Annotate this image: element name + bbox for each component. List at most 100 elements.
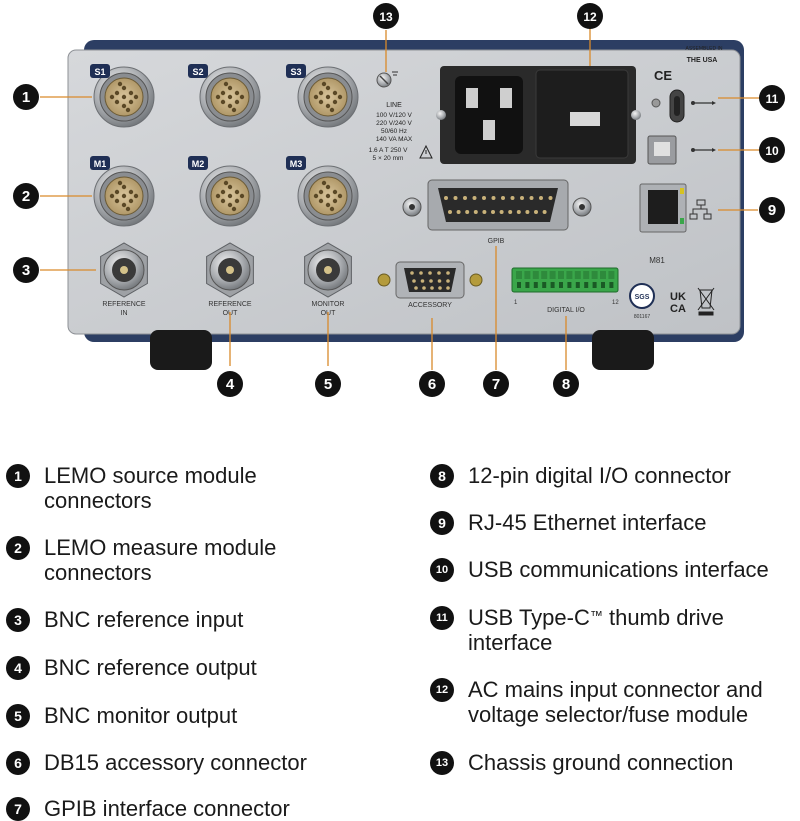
gpib-pin xyxy=(472,196,477,200)
gpib-pin xyxy=(510,196,515,200)
digital-io-terminal-slot xyxy=(525,282,530,288)
digital-io-pin-first: 1 xyxy=(514,300,518,306)
reference-in-label-2: IN xyxy=(121,310,128,317)
foot-left xyxy=(150,330,212,370)
usb-type-b-port xyxy=(647,135,677,165)
svg-text:S2: S2 xyxy=(192,67,203,77)
callout-badge-10: 10 xyxy=(759,137,785,163)
legend-text-5: BNC monitor output xyxy=(44,703,238,728)
digital-io-terminal xyxy=(608,271,615,279)
lemo-connector-m1 xyxy=(93,165,155,227)
legend-text-13: Chassis ground connection xyxy=(468,750,734,775)
svg-text:CA: CA xyxy=(670,303,686,315)
db15-pin xyxy=(420,279,425,283)
callout-badge-11: 11 xyxy=(759,85,785,111)
db15-pin xyxy=(412,279,416,283)
digital-io-pin-last: 12 xyxy=(612,300,619,306)
digital-io-terminal-slot xyxy=(542,282,547,288)
digital-io-terminal xyxy=(532,271,539,279)
bnc-connector-reference-in xyxy=(100,242,148,298)
legend-item-6: 6 DB15 accessory connector xyxy=(6,750,307,775)
digital-io-terminal xyxy=(583,271,590,279)
instrument-rear-panel-diagram: S1 S2 S3 M1 M2 M3 REFERENCE IN REFERENCE… xyxy=(13,3,785,397)
gpib-connector xyxy=(402,179,592,231)
db15-pin xyxy=(419,271,423,275)
callout-badge-3: 3 xyxy=(13,257,39,283)
usb-type-c-port xyxy=(651,89,685,123)
legend-badge-11: 11 xyxy=(430,606,454,630)
lemo-connector-s1 xyxy=(93,66,155,128)
db15-pin xyxy=(446,279,450,283)
gpib-pin xyxy=(499,210,504,214)
legend-item-8: 8 12-pin digital I/O connector xyxy=(430,463,731,488)
svg-text:50/60 Hz: 50/60 Hz xyxy=(381,128,407,135)
legend-badge-1: 1 xyxy=(6,464,30,488)
svg-text:100 V/120 V: 100 V/120 V xyxy=(376,112,412,119)
gpib-pin xyxy=(463,196,467,200)
callout-badge-6: 6 xyxy=(419,371,445,397)
lemo-label-m2: M2 xyxy=(188,156,208,170)
svg-text:140 VA MAX: 140 VA MAX xyxy=(376,136,413,143)
digital-io-terminal xyxy=(524,271,531,279)
svg-text:UK: UK xyxy=(670,291,686,303)
bnc-connector-reference-out xyxy=(206,242,254,298)
ukca-mark: UK CA xyxy=(670,291,686,315)
legend-badge-9: 9 xyxy=(430,511,454,535)
digital-io-terminal-slot xyxy=(575,282,580,288)
legend-text-6: DB15 accessory connector xyxy=(44,750,307,775)
gpib-pin xyxy=(516,210,521,214)
legend-item-9: 9 RJ-45 Ethernet interface xyxy=(430,510,706,535)
callout-number: 13 xyxy=(379,10,393,24)
gpib-pin xyxy=(542,210,547,214)
lemo-connector-m2 xyxy=(199,165,261,227)
callout-badge-7: 7 xyxy=(483,371,509,397)
ac-mains-module xyxy=(436,66,641,164)
weee-bin-icon xyxy=(697,287,715,316)
gpib-pin xyxy=(491,210,495,214)
ce-mark: CE xyxy=(654,68,672,83)
digital-io-label: DIGITAL I/O xyxy=(547,307,585,314)
svg-text:SGS: SGS xyxy=(635,294,650,301)
gpib-pin xyxy=(491,196,496,200)
gpib-pin xyxy=(548,196,553,200)
gpib-pin xyxy=(529,196,534,200)
voltage-rating-label: LINE 100 V/120 V 220 V/240 V 50/60 Hz 14… xyxy=(369,102,433,162)
digital-io-terminal xyxy=(566,271,573,279)
legend-item-3: 3 BNC reference input xyxy=(6,607,243,632)
db15-pin xyxy=(430,286,434,290)
callout-number: 1 xyxy=(22,89,30,106)
chassis-ground-screw xyxy=(376,71,398,88)
usb-icon xyxy=(691,101,716,105)
gpib-pin xyxy=(465,210,470,214)
legend-text-10: USB communications interface xyxy=(468,557,769,582)
lemo-connector-m3 xyxy=(297,165,359,227)
digital-io-terminal-slot xyxy=(584,282,589,288)
foot-right xyxy=(592,330,654,370)
gpib-pin xyxy=(456,210,461,214)
reference-out-label: REFERENCE xyxy=(208,301,252,308)
callout-number: 9 xyxy=(768,202,776,219)
legend-item-4: 4 BNC reference output xyxy=(6,655,257,680)
legend-badge-7: 7 xyxy=(6,797,30,821)
model-label: M81 xyxy=(649,256,665,265)
legend-item-10: 10 USB communications interface xyxy=(430,557,769,582)
legend-badge-5: 5 xyxy=(6,704,30,728)
legend-text-7: GPIB interface connector xyxy=(44,796,290,821)
gpib-label: GPIB xyxy=(488,238,505,245)
reference-in-label: REFERENCE xyxy=(102,301,146,308)
warning-triangle-icon xyxy=(419,144,433,159)
digital-io-terminal-slot xyxy=(517,282,521,288)
digital-io-terminal-slot xyxy=(550,282,555,288)
db15-pin xyxy=(429,279,433,283)
svg-text:S3: S3 xyxy=(290,67,301,77)
legend-item-5: 5 BNC monitor output xyxy=(6,703,237,728)
digital-io-terminal-slot xyxy=(567,282,572,288)
digital-io-terminal-slot xyxy=(609,282,614,288)
lemo-label-s1: S1 xyxy=(90,64,110,78)
gpib-pin xyxy=(534,210,538,214)
callout-number: 7 xyxy=(492,376,500,393)
